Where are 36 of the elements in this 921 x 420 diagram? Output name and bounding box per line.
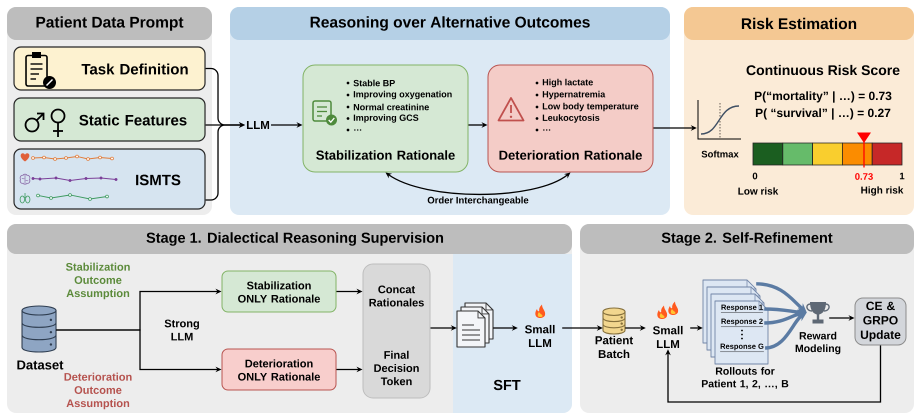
model-label: Small LLM <box>525 324 555 348</box>
database-cylinder <box>602 307 626 335</box>
input-box: ISMTS <box>13 148 206 210</box>
arrow <box>665 346 882 403</box>
scale-end-label: High risk <box>861 186 904 196</box>
node-caption: Reward Modeling <box>796 332 840 354</box>
document-stack <box>702 280 768 364</box>
node-caption: Rollouts for Patient 1, 2, …, B <box>702 367 788 389</box>
scale-tick-label: 1 <box>900 172 904 180</box>
rationale-box: High lactate Hypernatremia Low body temperature Leukocytosis … Deterioration Rationale <box>488 64 654 172</box>
model-label: LLM <box>246 121 270 129</box>
model-label: Strong LLM <box>164 320 199 340</box>
scale-tick-label: 0 <box>752 172 758 180</box>
node-caption: Dataset <box>17 360 64 370</box>
node-caption: Patient Batch <box>596 336 634 358</box>
input-box: Static Features <box>13 97 206 142</box>
edge-label: Order Interchangeable <box>426 196 530 206</box>
probability-text: P(“mortality” | …) = 0.73 <box>754 91 892 103</box>
concat-box: Concat Rationales Final Decision Token <box>362 264 430 398</box>
database-cylinder <box>21 305 57 353</box>
probability-text: P( “survival” | …) = 0.27 <box>756 108 890 120</box>
scale-end-label: Low risk <box>738 187 778 195</box>
rationale-box: Deterioration ONLY Rationale <box>222 348 336 390</box>
marker-value: 0.73 <box>855 173 873 180</box>
model-label: Small LLM <box>653 326 683 348</box>
update-box: CE & GRPO Update <box>854 298 906 346</box>
documents-icon <box>456 302 494 348</box>
node-caption: Softmax <box>702 150 739 158</box>
input-box: Task Definition <box>13 46 206 91</box>
edge-label: Deterioration Outcome Assumption <box>59 372 137 410</box>
rationale-box: Stable BP Improving oxygenation Normal creatinine Improving GCS … Stabilization Rationale <box>302 64 468 172</box>
score-title: Continuous Risk Score <box>746 64 900 76</box>
sigmoid-plot <box>698 100 742 140</box>
trophy-icon <box>806 302 830 324</box>
rationale-box: Stabilization ONLY Rationale <box>222 270 336 312</box>
edge-label: Stabilization Outcome Assumption <box>59 262 137 300</box>
